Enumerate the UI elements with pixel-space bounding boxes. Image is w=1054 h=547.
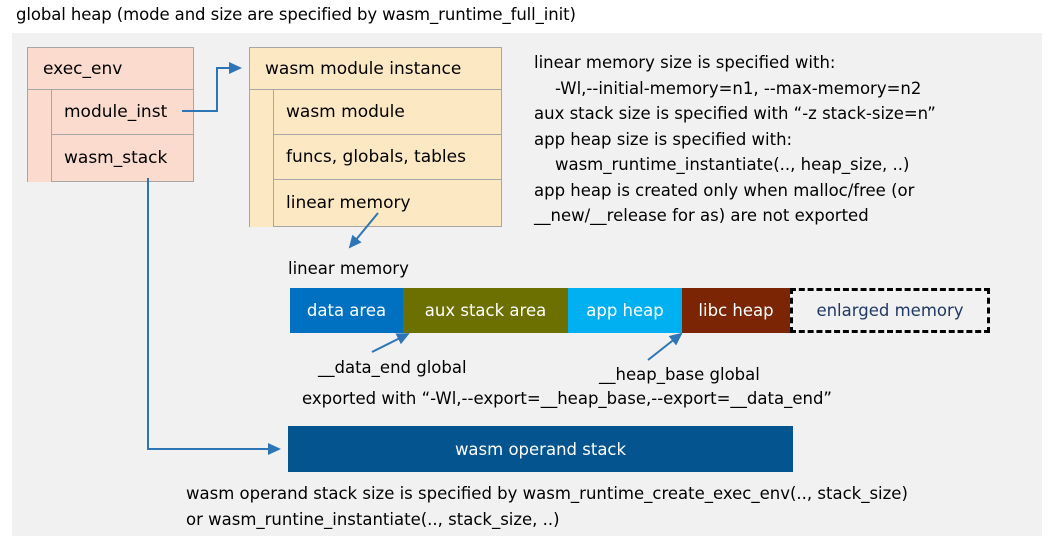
memory-segment-data-area: data area <box>290 288 403 333</box>
linear-memory-caption: linear memory <box>288 259 409 278</box>
exec-env-box: exec_env module_inst wasm_stack <box>27 47 194 182</box>
module-instance-row-wasm-module: wasm module <box>274 90 501 135</box>
exec-env-rows: module_inst wasm_stack <box>52 90 193 182</box>
memory-segment-enlarged-memory: enlarged memory <box>790 288 990 333</box>
annotation-heap-base-global: __heap_base global <box>599 365 760 384</box>
exec-env-header: exec_env <box>28 48 193 90</box>
operand-stack-notes: wasm operand stack size is specified by … <box>186 484 908 529</box>
annotation-exported-with: exported with “-Wl,--export=__heap_base,… <box>302 389 832 408</box>
exec-env-gutter <box>28 90 52 182</box>
exec-env-row-module-inst: module_inst <box>52 90 193 135</box>
annotation-data-end-global: __data_end global <box>318 358 467 377</box>
module-instance-rows: wasm module funcs, globals, tables linea… <box>274 90 501 227</box>
linear-memory-bar: data area aux stack area app heap libc h… <box>290 288 990 333</box>
page-title: global heap (mode and size are specified… <box>16 5 576 24</box>
module-instance-row-linear-memory: linear memory <box>274 180 501 225</box>
module-instance-header: wasm module instance <box>250 48 501 90</box>
linear-memory-notes: linear memory size is specified with: -W… <box>534 53 936 225</box>
module-instance-gutter <box>250 90 274 227</box>
wasm-operand-stack-box: wasm operand stack <box>288 426 793 472</box>
memory-segment-app-heap: app heap <box>568 288 682 333</box>
exec-env-row-wasm-stack: wasm_stack <box>52 135 193 180</box>
memory-segment-libc-heap: libc heap <box>682 288 790 333</box>
module-instance-row-funcs-globals-tables: funcs, globals, tables <box>274 135 501 180</box>
memory-segment-aux-stack-area: aux stack area <box>403 288 568 333</box>
module-instance-box: wasm module instance wasm module funcs, … <box>249 47 502 227</box>
